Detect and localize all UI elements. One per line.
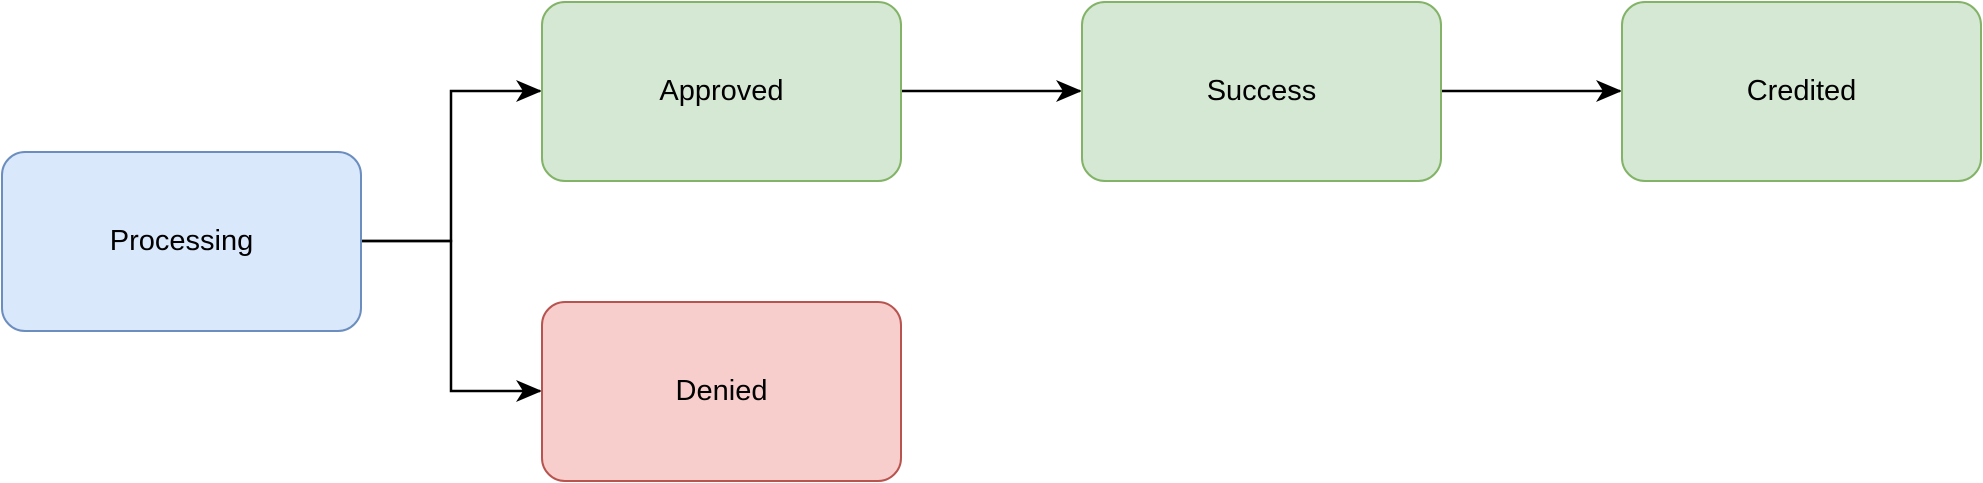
edge-processing-to-approved xyxy=(362,80,542,243)
node-approved-label: Approved xyxy=(659,75,784,107)
node-denied-label: Denied xyxy=(675,375,768,407)
node-processing-label: Processing xyxy=(109,225,254,257)
node-approved[interactable]: Approved xyxy=(541,1,902,182)
node-success[interactable]: Success xyxy=(1081,1,1442,182)
node-credited-label: Credited xyxy=(1746,75,1857,107)
node-denied[interactable]: Denied xyxy=(541,301,902,482)
node-processing[interactable]: Processing xyxy=(1,151,362,332)
edge-processing-to-denied xyxy=(362,239,542,402)
node-success-label: Success xyxy=(1206,75,1317,107)
node-credited[interactable]: Credited xyxy=(1621,1,1982,182)
